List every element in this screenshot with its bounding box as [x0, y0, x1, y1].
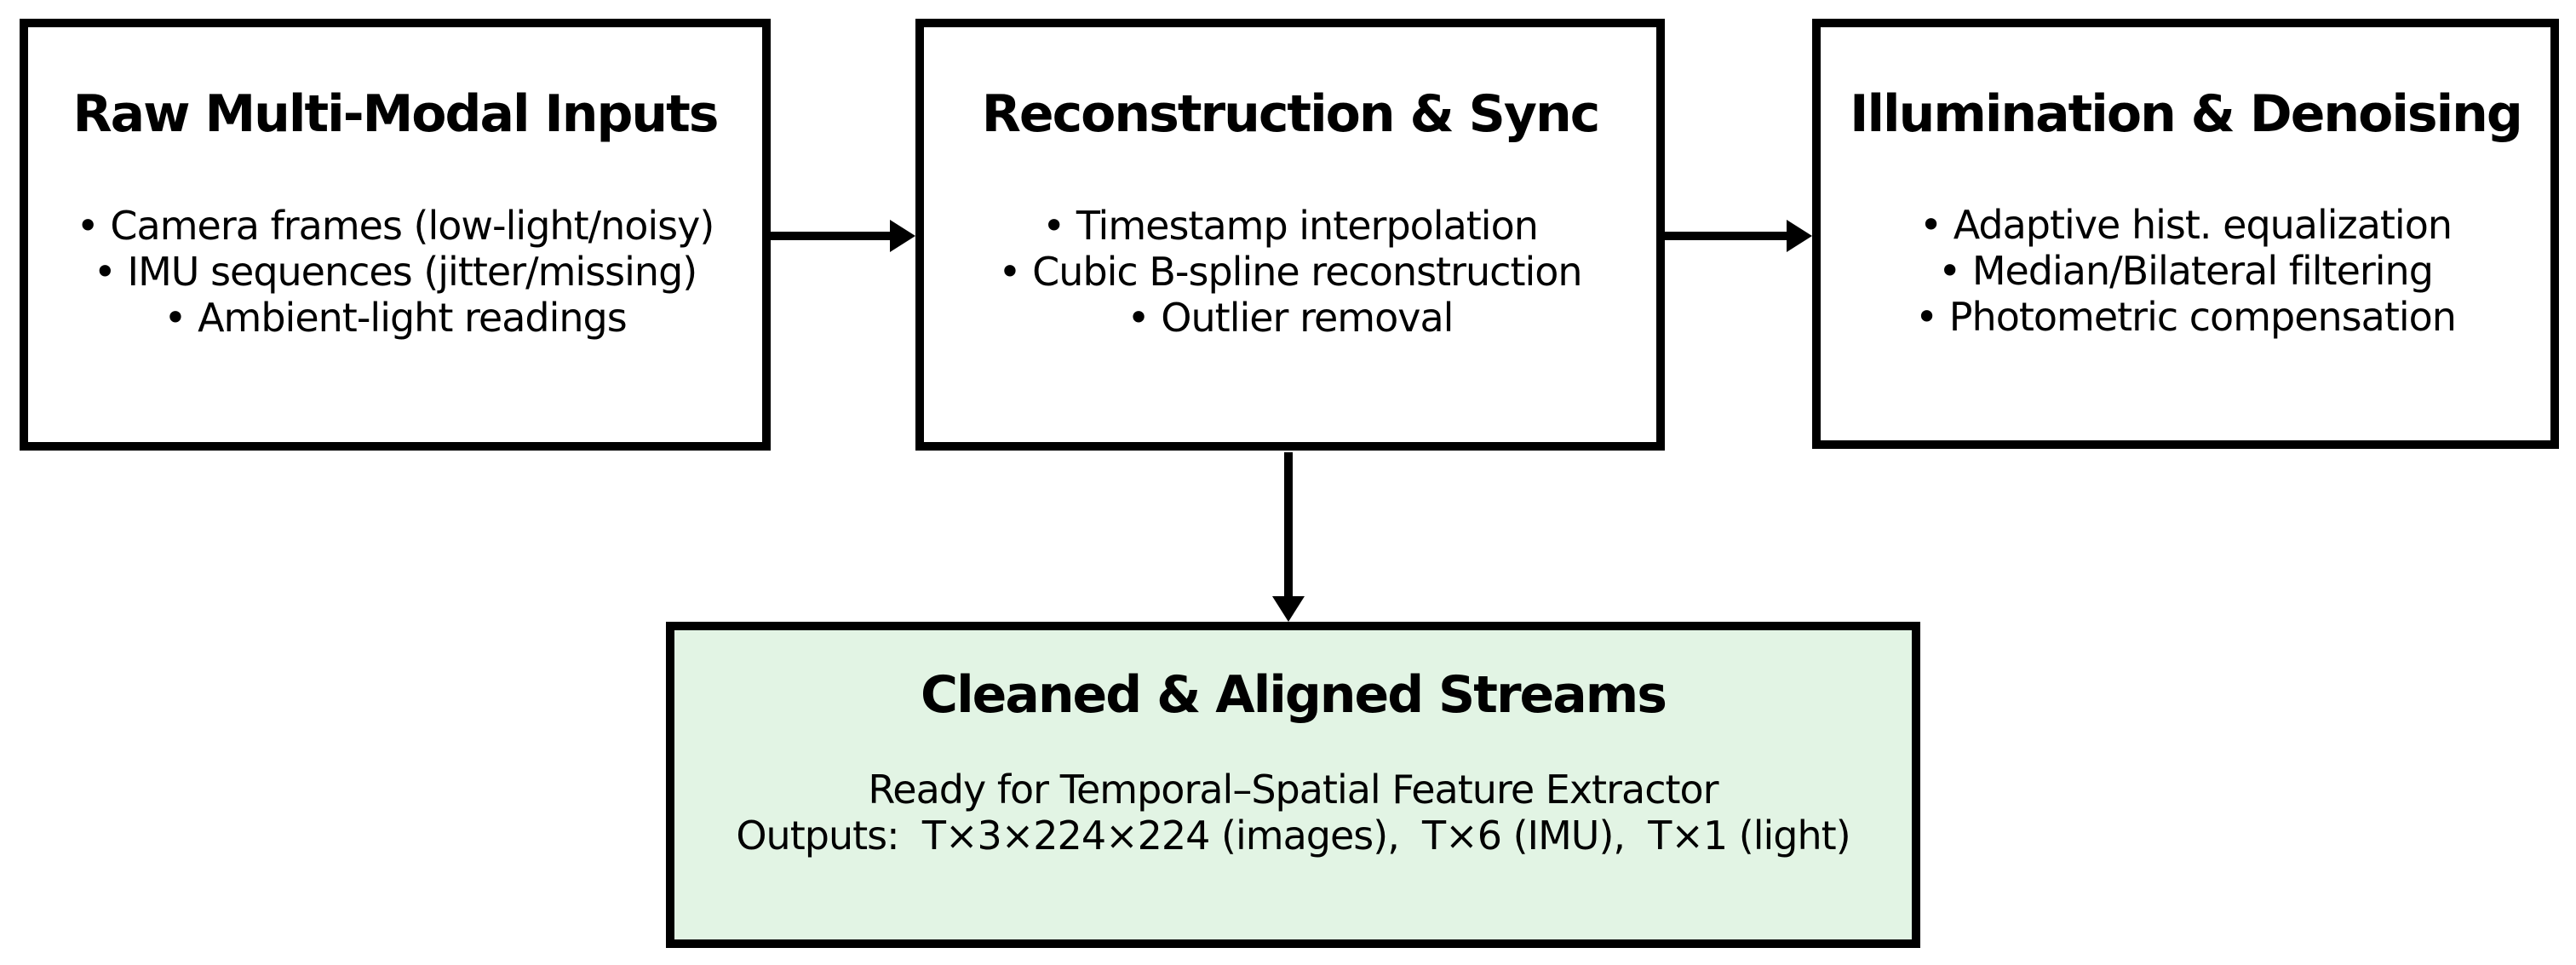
cleaned-aligned-streams-text: Ready for Temporal–Spatial Feature Extra… — [674, 767, 1912, 859]
illumination-denoising-list: • Adaptive hist. equalization • Median/B… — [1821, 202, 2550, 340]
bullet-item: • Outlier removal — [1127, 295, 1454, 342]
raw-inputs-title: Raw Multi-Modal Inputs — [72, 84, 719, 145]
arrow-shaft — [1284, 452, 1293, 596]
bullet-item: • Timestamp interpolation — [1042, 203, 1539, 250]
arrow-reconstruction-to-cleaned — [1272, 452, 1305, 622]
raw-inputs-node: Raw Multi-Modal Inputs • Camera frames (… — [20, 19, 771, 451]
illumination-denoising-node: Illumination & Denoising • Adaptive hist… — [1812, 19, 2559, 449]
result-outputs: Outputs: T×3×224×224 (images), T×6 (IMU)… — [736, 813, 1850, 859]
bullet-item: • Ambient-light readings — [164, 295, 627, 342]
bullet-item: • IMU sequences (jitter/missing) — [93, 249, 697, 296]
arrow-shaft — [1665, 232, 1787, 240]
reconstruction-sync-list: • Timestamp interpolation • Cubic B-spli… — [924, 203, 1656, 341]
arrow-right-icon — [890, 220, 915, 252]
arrow-down-icon — [1272, 596, 1305, 622]
arrow-shaft — [769, 232, 890, 240]
arrow-right-icon — [1787, 220, 1812, 252]
reconstruction-sync-title: Reconstruction & Sync — [981, 84, 1601, 145]
bullet-item: • Camera frames (low-light/noisy) — [76, 203, 715, 250]
illumination-denoising-title: Illumination & Denoising — [1850, 83, 2523, 144]
bullet-item: • Photometric compensation — [1915, 294, 2457, 341]
bullet-item: • Median/Bilateral filtering — [1938, 248, 2434, 295]
arrow-raw-to-reconstruction — [769, 220, 915, 252]
cleaned-aligned-streams-node: Cleaned & Aligned Streams Ready for Temp… — [666, 622, 1920, 948]
bullet-item: • Adaptive hist. equalization — [1919, 202, 2453, 249]
raw-inputs-list: • Camera frames (low-light/noisy) • IMU … — [28, 203, 762, 341]
arrow-reconstruction-to-illumination — [1665, 220, 1812, 252]
bullet-item: • Cubic B-spline reconstruction — [998, 249, 1582, 296]
reconstruction-sync-node: Reconstruction & Sync • Timestamp interp… — [915, 19, 1665, 451]
result-subtitle: Ready for Temporal–Spatial Feature Extra… — [868, 767, 1718, 813]
cleaned-aligned-streams-title: Cleaned & Aligned Streams — [921, 665, 1667, 726]
